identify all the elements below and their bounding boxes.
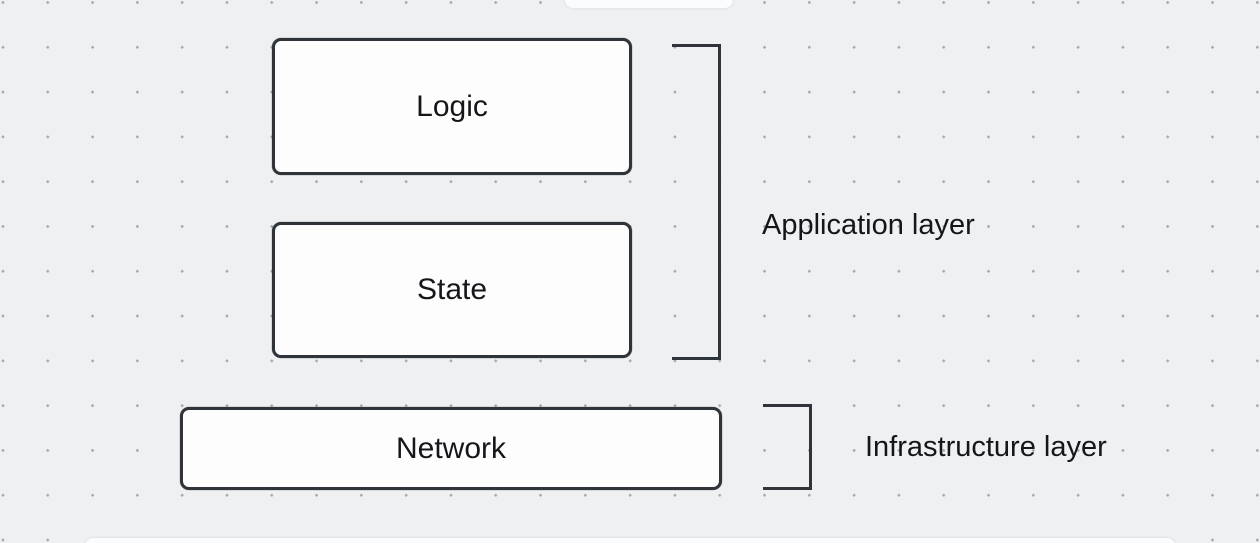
node-logic[interactable]: Logic [272,38,632,175]
top-ui-fragment [565,0,733,8]
node-logic-label: Logic [416,89,488,123]
node-state-label: State [416,273,488,306]
node-network-label: Network [395,431,507,465]
application-layer-label[interactable]: Application layer [762,209,975,241]
node-network[interactable]: Network [180,407,722,490]
infrastructure-layer-label[interactable]: Infrastructure layer [865,431,1107,463]
infrastructure-layer-bracket[interactable] [763,404,812,490]
bottom-ui-fragment [85,538,1175,543]
application-layer-bracket[interactable] [672,44,721,360]
node-state[interactable]: State [272,222,632,358]
